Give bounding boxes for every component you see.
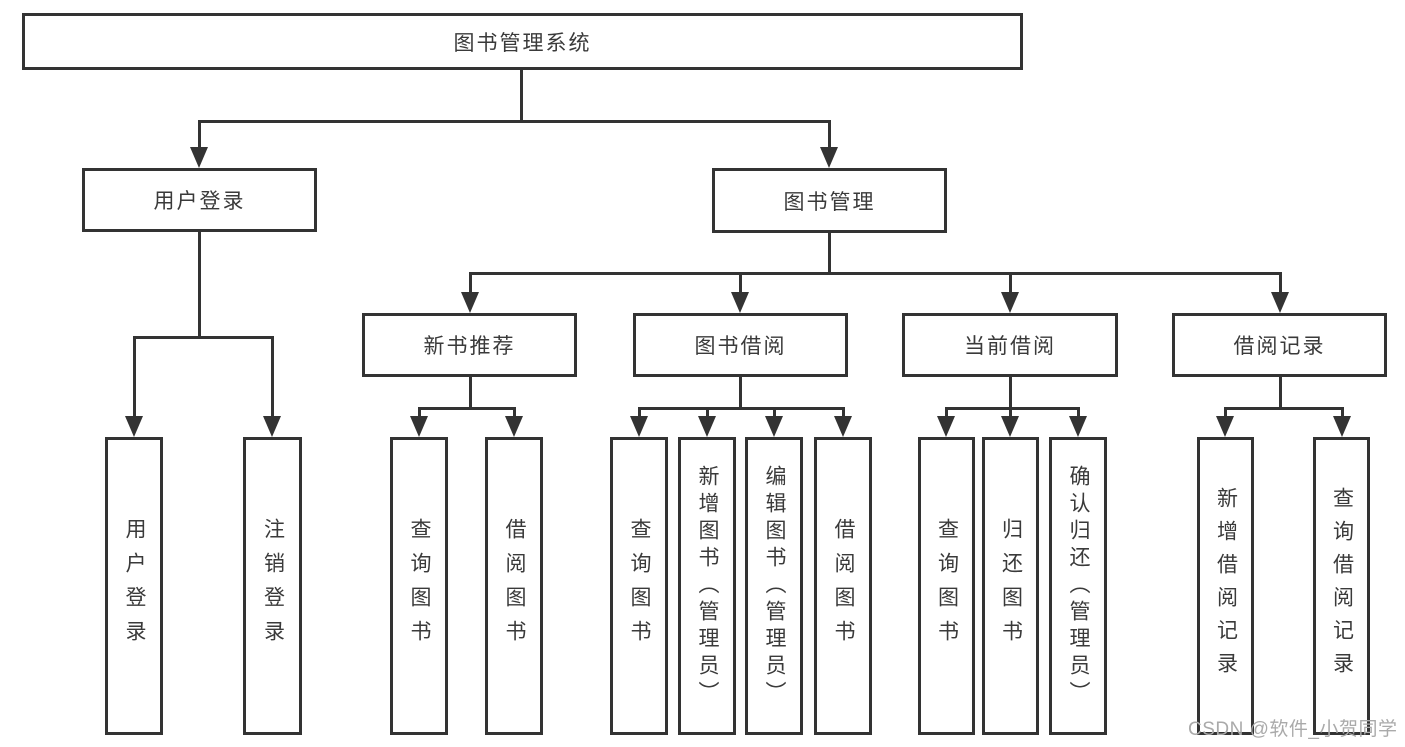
- leaf-borrow-book-2: 借阅图书: [814, 437, 872, 735]
- connector-stem: [828, 120, 831, 149]
- node-current-borrow: 当前借阅: [902, 313, 1118, 377]
- connector-borrow-stub: [739, 377, 742, 410]
- arrow-down-icon: [765, 416, 783, 437]
- arrow-down-icon: [1001, 416, 1019, 437]
- node-book-management: 图书管理: [712, 168, 947, 233]
- arrow-down-icon: [698, 416, 716, 437]
- leaf-query-book-2: 查询图书: [610, 437, 668, 735]
- connector-stem: [1077, 407, 1080, 418]
- arrow-down-icon: [937, 416, 955, 437]
- connector-userlogin-rail: [133, 336, 274, 339]
- arrow-down-icon: [1216, 416, 1234, 437]
- arrow-down-icon: [834, 416, 852, 437]
- leaf-edit-book-admin: 编辑图书（管理员）: [745, 437, 803, 735]
- connector-stem: [706, 407, 709, 418]
- node-user-login: 用户登录: [82, 168, 317, 232]
- connector-stem: [1279, 272, 1282, 294]
- connector-level3-rail: [469, 272, 1282, 275]
- node-root: 图书管理系统: [22, 13, 1023, 70]
- connector-level2-rail: [198, 120, 831, 123]
- connector-current-rail: [945, 407, 1080, 410]
- connector-current-stub: [1009, 377, 1012, 410]
- leaf-query-book-3: 查询图书: [918, 437, 975, 735]
- arrow-down-icon: [731, 292, 749, 313]
- arrow-down-icon: [1333, 416, 1351, 437]
- watermark: CSDN @软件_小贺同学: [1188, 719, 1398, 740]
- arrow-down-icon: [190, 147, 208, 168]
- arrow-down-icon: [263, 416, 281, 437]
- connector-stem: [469, 272, 472, 294]
- connector-newbook-stub: [469, 377, 472, 410]
- leaf-user-login: 用户登录: [105, 437, 163, 735]
- connector-root-stub: [520, 70, 523, 122]
- arrow-down-icon: [1271, 292, 1289, 313]
- connector-records-rail: [1224, 407, 1344, 410]
- arrow-down-icon: [125, 416, 143, 437]
- leaf-borrow-book-1: 借阅图书: [485, 437, 543, 735]
- connector-stem: [271, 336, 274, 416]
- connector-stem: [1009, 272, 1012, 294]
- node-new-book-recommend: 新书推荐: [362, 313, 577, 377]
- connector-stem: [513, 407, 516, 418]
- connector-stem: [773, 407, 776, 418]
- arrow-down-icon: [820, 147, 838, 168]
- connector-stem: [739, 272, 742, 294]
- connector-stem: [418, 407, 421, 418]
- connector-stem: [1341, 407, 1344, 418]
- arrow-down-icon: [1001, 292, 1019, 313]
- connector-stem: [1224, 407, 1227, 418]
- connector-newbook-rail: [418, 407, 516, 410]
- connector-stem: [1009, 407, 1012, 418]
- leaf-logout: 注销登录: [243, 437, 302, 735]
- node-borrow-records: 借阅记录: [1172, 313, 1387, 377]
- leaf-add-borrow-record: 新增借阅记录: [1197, 437, 1254, 735]
- connector-stem: [945, 407, 948, 418]
- node-book-borrow: 图书借阅: [633, 313, 848, 377]
- leaf-return-book: 归还图书: [982, 437, 1039, 735]
- connector-userlogin-stub: [198, 232, 201, 339]
- arrow-down-icon: [1069, 416, 1087, 437]
- connector-records-stub: [1279, 377, 1282, 410]
- connector-stem: [842, 407, 845, 418]
- connector-bookmgmt-stub: [828, 233, 831, 275]
- arrow-down-icon: [461, 292, 479, 313]
- arrow-down-icon: [410, 416, 428, 437]
- leaf-confirm-return-admin: 确认归还（管理员）: [1049, 437, 1107, 735]
- connector-stem: [638, 407, 641, 418]
- arrow-down-icon: [630, 416, 648, 437]
- leaf-query-borrow-record: 查询借阅记录: [1313, 437, 1370, 735]
- connector-stem: [133, 336, 136, 416]
- leaf-query-book-1: 查询图书: [390, 437, 448, 735]
- leaf-add-book-admin: 新增图书（管理员）: [678, 437, 736, 735]
- connector-borrow-rail: [638, 407, 845, 410]
- connector-stem: [198, 120, 201, 149]
- arrow-down-icon: [505, 416, 523, 437]
